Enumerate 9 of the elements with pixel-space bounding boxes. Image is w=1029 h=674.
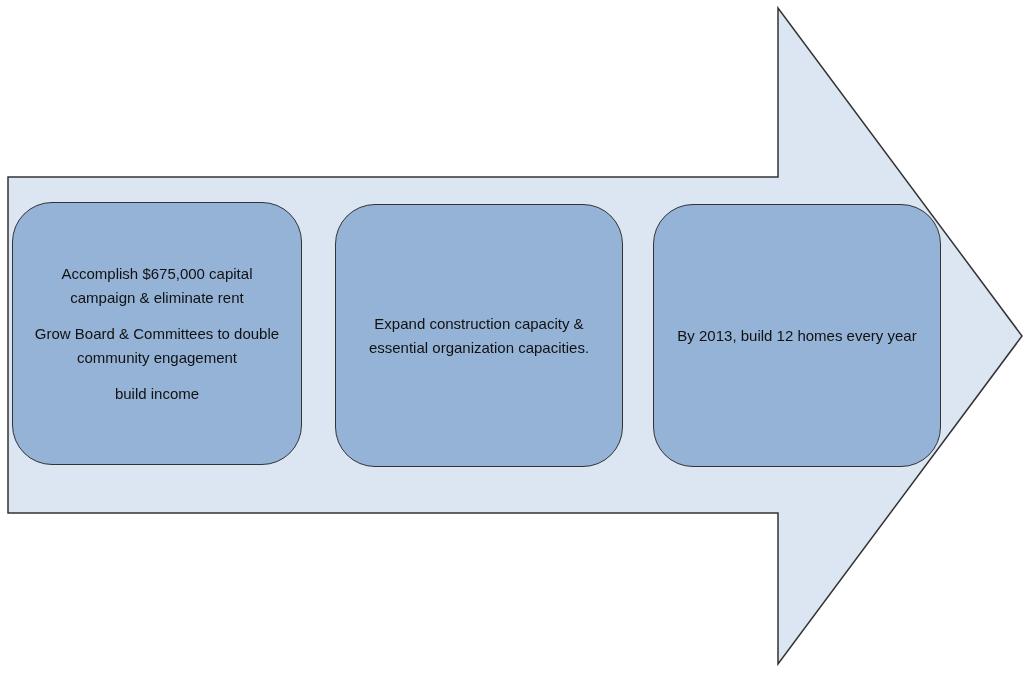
box-text: build income bbox=[114, 383, 200, 404]
arrow-shape bbox=[6, 6, 1024, 666]
box-text: Expand construction capacity & essential organization capacities. bbox=[367, 313, 591, 358]
rounded-box bbox=[12, 202, 302, 465]
box-text: Accomplish $675,000 capital campaign & eliminate rent bbox=[60, 263, 254, 308]
rounded-box bbox=[653, 204, 941, 467]
box-text: Grow Board & Committees to double community engagement bbox=[33, 323, 281, 368]
box-text: By 2013, build 12 homes every year bbox=[677, 325, 917, 346]
rounded-box bbox=[335, 204, 623, 467]
